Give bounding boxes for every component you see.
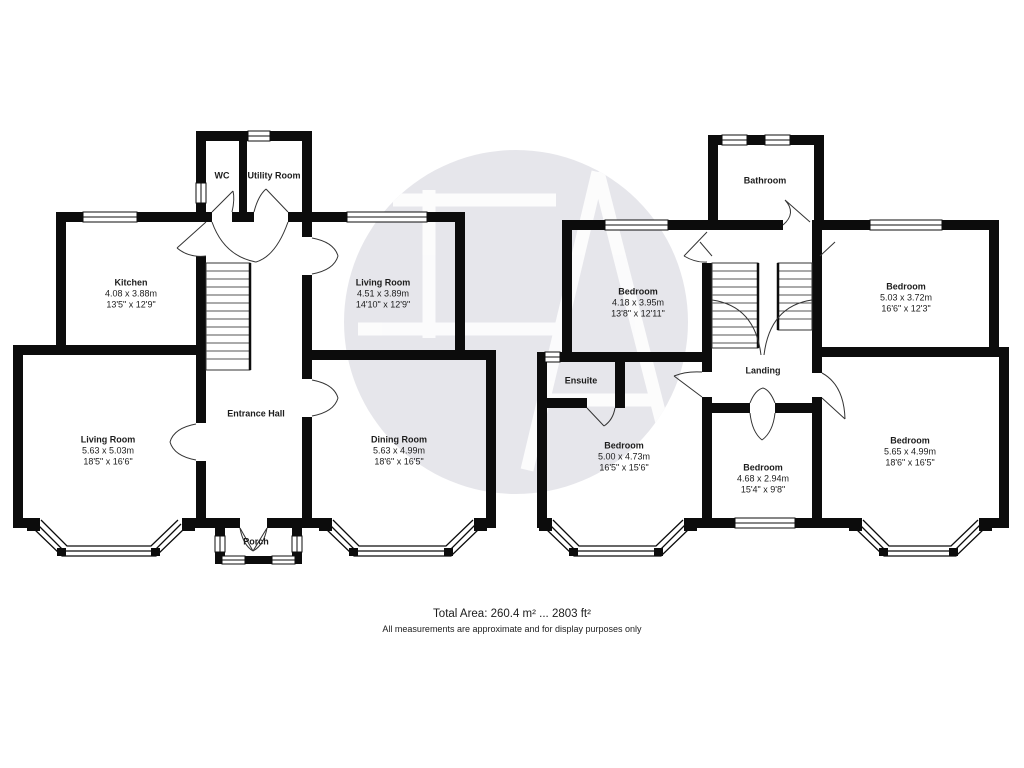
ground-stairs [205,262,252,371]
footer: Total Area: 260.4 m² ... 2803 ft² All me… [0,608,1024,634]
disclaimer-text: All measurements are approximate and for… [382,624,642,634]
first-doors [586,199,846,441]
total-area-text: Total Area: 260.4 m² ... 2803 ft² [433,608,591,620]
ground-walls [13,131,496,564]
first-walls [537,135,1009,556]
watermark-logo [344,150,688,494]
first-windows [544,134,943,529]
first-floor-plan [537,134,1009,557]
ground-floor-plan [13,130,496,565]
ground-windows [82,130,428,565]
ground-bay-windows [32,519,481,557]
first-stairs [711,262,813,349]
first-bay-windows [544,519,986,557]
ground-doors [169,188,339,552]
